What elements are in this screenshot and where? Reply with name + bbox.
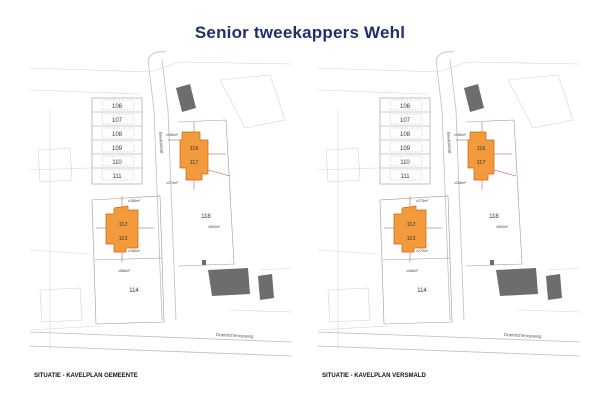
plot-label-116: 116: [190, 146, 199, 152]
plot-label-112: 112: [119, 222, 128, 228]
plot-112-113: [393, 205, 427, 253]
plot-label-110: 110: [112, 160, 122, 166]
plot-label-107: 107: [400, 118, 411, 124]
street-name-beekstraat: Beekstraat: [446, 132, 453, 155]
plot-label-109: 109: [112, 146, 123, 152]
dimension-lines: [96, 122, 231, 262]
background-cadastre: [30, 61, 292, 350]
road-beekstraat: [435, 51, 465, 321]
plot-label-112: 112: [407, 222, 416, 228]
caption-kavelplan-versmald: SITUATIE - KAVELPLAN VERSMALD: [322, 373, 426, 379]
plot-label-106: 106: [112, 104, 123, 110]
site-plan-map: 106 107 108 109 110 111 112 113 114 116 …: [318, 51, 580, 357]
existing-buildings: [464, 84, 562, 300]
plot-label-114: 114: [417, 288, 427, 294]
area-118: ±894m²: [208, 225, 221, 229]
dimension-lines: [384, 122, 517, 262]
plot-label-118: 118: [201, 214, 211, 220]
site-plan-versmald: 106 107 108 109 110 111 112 113 114 116 …: [318, 50, 580, 368]
plot-label-106: 106: [400, 104, 411, 110]
road-doetinchemseweg: [318, 331, 580, 357]
road-doetinchemseweg: [30, 331, 292, 357]
plot-label-118: 118: [489, 214, 499, 220]
existing-houses-outline: [389, 99, 423, 181]
plot-label-117: 117: [190, 160, 199, 166]
plot-115-116: [467, 131, 495, 181]
street-name-doetinchemseweg: Doetinchemseweg: [504, 332, 542, 339]
plot-numbers: 106 107 108 109 110 111 112 113 114 116 …: [112, 104, 211, 294]
area-114: ±466m²: [406, 269, 419, 273]
street-name-doetinchemseweg: Doetinchemseweg: [216, 332, 254, 339]
plot-label-116: 116: [477, 146, 486, 152]
plot-label-107: 107: [112, 118, 123, 124]
plot-label-113: 113: [119, 236, 128, 242]
plot-112-113: [105, 205, 139, 253]
caption-kavelplan-gemeente: SITUATIE - KAVELPLAN GEMEENTE: [34, 373, 138, 379]
plot-label-110: 110: [400, 160, 410, 166]
area-118: ±894m²: [496, 225, 509, 229]
page-title: Senior tweekappers Wehl: [194, 23, 406, 42]
plot-label-114: 114: [129, 288, 139, 294]
plot-label-113: 113: [407, 236, 416, 242]
new-plots: [393, 131, 495, 253]
plot-label-111: 111: [400, 174, 410, 180]
area-117: ±274m²: [166, 181, 179, 185]
area-112: ±286m²: [128, 199, 141, 203]
area-112: ±275m²: [416, 199, 429, 203]
area-115: ±266m²: [454, 133, 467, 137]
plot-label-108: 108: [112, 132, 123, 138]
area-117: ±268m²: [454, 181, 467, 185]
road-beekstraat: [147, 51, 177, 321]
area-114: ±566m²: [118, 269, 131, 273]
area-115: ±266m²: [166, 133, 179, 137]
plot-label-109: 109: [400, 146, 411, 152]
existing-houses-outline: [101, 99, 135, 181]
plot-label-108: 108: [400, 132, 411, 138]
plot-label-117: 117: [477, 160, 486, 166]
existing-buildings: [176, 84, 274, 300]
plot-115-116: [179, 131, 209, 181]
new-plots: [105, 131, 209, 253]
street-name-beekstraat: Beekstraat: [158, 132, 165, 155]
site-plan-map: 106 107 108 109 110 111 112 113 114 116 …: [30, 51, 292, 357]
plot-label-111: 111: [112, 174, 122, 180]
area-113: ±266m²: [128, 249, 141, 253]
plot-numbers: 106 107 108 109 110 111 112 113 114 116 …: [400, 104, 499, 294]
background-cadastre: [318, 61, 580, 350]
area-labels: ±266m² ±274m² ±286m² ±266m² ±566m² ±894m…: [118, 133, 221, 273]
area-113: ±270m²: [416, 249, 429, 253]
area-labels: ±266m² ±268m² ±275m² ±270m² ±466m² ±894m…: [406, 133, 509, 273]
site-plan-gemeente: 106 107 108 109 110 111 112 113 114 116 …: [30, 50, 292, 368]
